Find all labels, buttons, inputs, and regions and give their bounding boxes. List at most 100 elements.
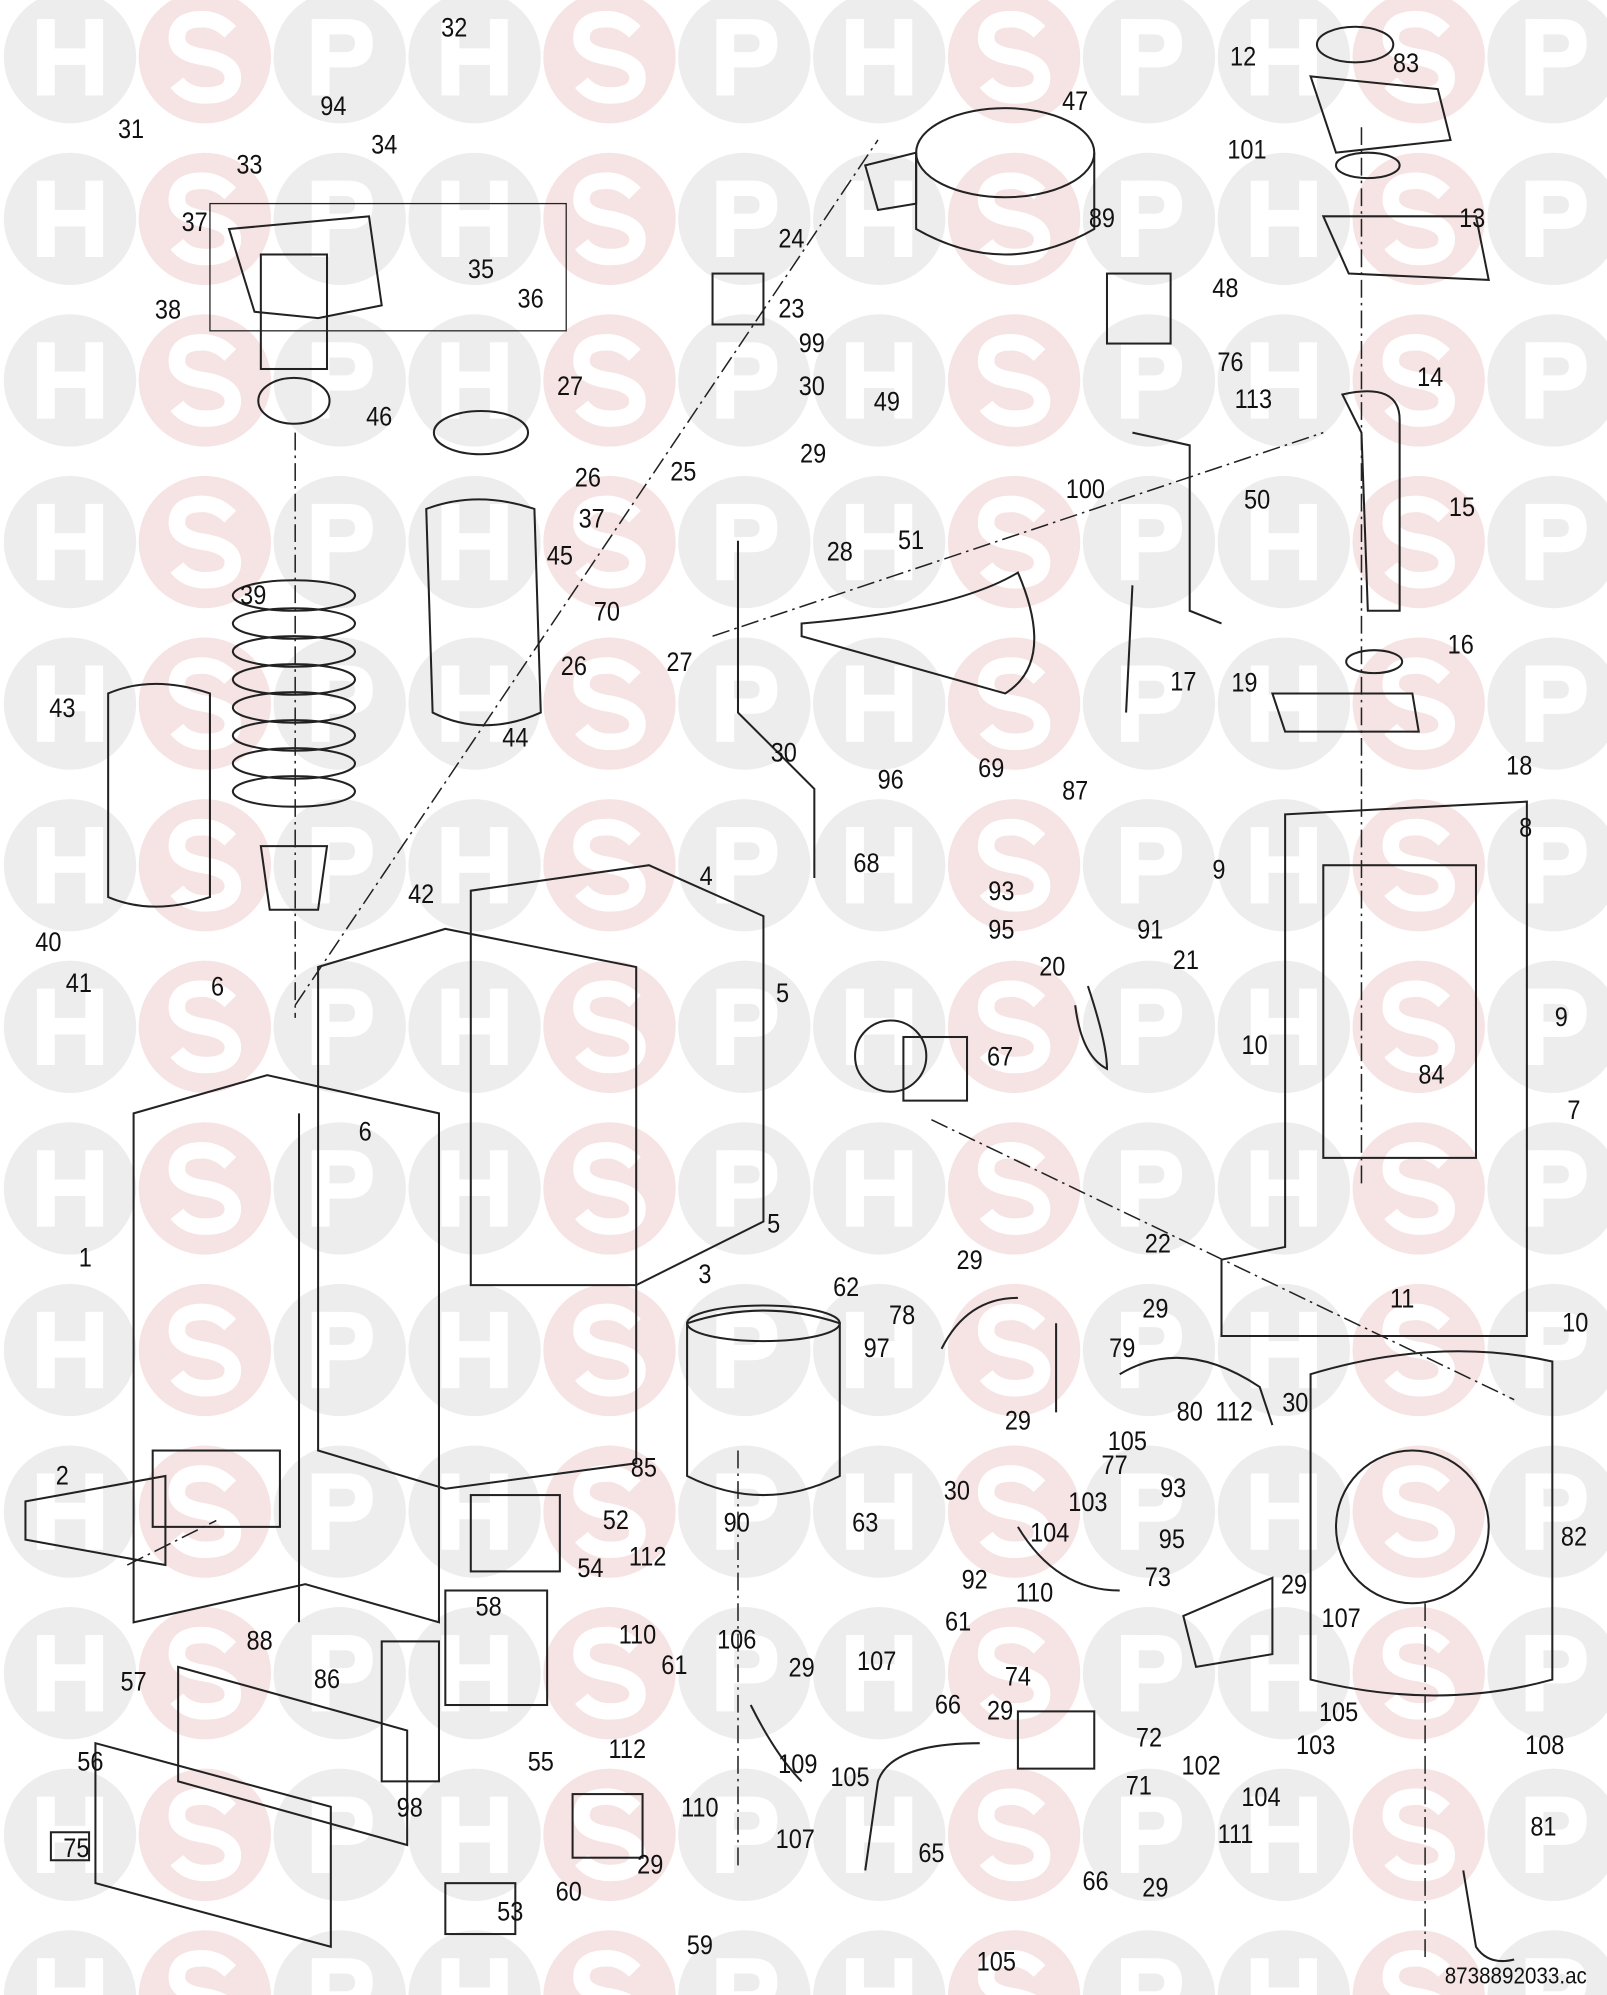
part-label: 5 [767, 1209, 781, 1239]
watermark-circle [3, 1445, 137, 1578]
watermark-circle [273, 475, 406, 609]
part-label: 7 [1567, 1096, 1581, 1126]
watermark-circle [1487, 637, 1607, 770]
watermark-circle [947, 475, 1081, 609]
watermark-circle [1217, 1122, 1351, 1255]
watermark-circle [1487, 152, 1607, 285]
watermark-circle [408, 314, 541, 447]
watermark-circle [1217, 1930, 1350, 1995]
part-label: 105 [1318, 1698, 1359, 1728]
part-label: 1 [78, 1243, 92, 1274]
watermark-circle [813, 1930, 946, 1995]
part-label: 29 [987, 1696, 1014, 1727]
part-label: 30 [1282, 1388, 1309, 1419]
watermark-circle [813, 0, 946, 124]
watermark-circle [1217, 314, 1351, 447]
part-label: 13 [1459, 204, 1486, 234]
part-label: 99 [798, 328, 825, 359]
part-label: 30 [798, 372, 825, 402]
watermark-circle [408, 475, 541, 609]
part-label: 110 [1015, 1578, 1054, 1608]
part-label: 105 [976, 1947, 1016, 1977]
watermark-circle [138, 475, 272, 609]
part-label: 111 [1217, 1820, 1254, 1850]
watermark-circle [138, 152, 272, 286]
part-label: 56 [77, 1747, 104, 1777]
part-label: 29 [1142, 1873, 1169, 1903]
part-label: 110 [681, 1793, 719, 1823]
part-label: 43 [49, 694, 76, 724]
watermark-circle [273, 1445, 406, 1578]
part-label: 106 [717, 1625, 757, 1655]
part-label: 41 [65, 968, 92, 999]
part-label: 68 [853, 849, 880, 879]
watermark-circle [947, 0, 1081, 124]
watermark-circle [408, 1607, 541, 1740]
part-label: 27 [556, 372, 584, 402]
watermark-circle [1217, 637, 1351, 770]
watermark-circle [273, 960, 406, 1093]
watermark-circle [273, 1283, 406, 1417]
part-label: 70 [593, 597, 621, 627]
part-label: 96 [877, 765, 904, 795]
part-label: 28 [826, 537, 853, 567]
watermark-circle [3, 637, 137, 770]
watermark-circle [1217, 799, 1351, 932]
part-label: 10 [1562, 1308, 1589, 1338]
watermark-circle [1217, 152, 1351, 286]
watermark-circle [947, 1445, 1081, 1578]
part-label: 84 [1418, 1060, 1445, 1090]
watermark-circle [678, 1445, 811, 1578]
part-label: 12 [1230, 42, 1257, 72]
expansion-vessel [686, 1304, 841, 1496]
chassis-frame [1220, 800, 1528, 1338]
part-label: 30 [770, 738, 797, 768]
part-label: 11 [1389, 1284, 1415, 1314]
part-label: 22 [1144, 1229, 1171, 1260]
part-label: 71 [1125, 1771, 1152, 1802]
part-label: 29 [956, 1246, 983, 1276]
watermark-circle [408, 1283, 541, 1417]
part-label: 21 [1172, 946, 1199, 976]
part-label: 65 [918, 1839, 945, 1869]
part-label: 81 [1530, 1812, 1557, 1842]
part-label: 75 [63, 1834, 90, 1864]
part-label: 112 [608, 1734, 647, 1765]
watermark-circle [1082, 1283, 1216, 1417]
watermark-circle [1082, 1768, 1216, 1901]
part-label: 27 [666, 648, 693, 678]
watermark-circle [543, 1445, 676, 1578]
watermark-circle [3, 1768, 137, 1901]
part-label: 29 [637, 1850, 664, 1880]
watermark-circle [138, 1768, 272, 1901]
part-label: 45 [546, 541, 573, 571]
part-label: 107 [857, 1647, 897, 1677]
watermark-circle [1352, 314, 1485, 447]
watermark-circle [138, 0, 272, 124]
watermark-circle [138, 1445, 272, 1578]
part-label: 113 [1234, 384, 1273, 415]
watermark-circle [678, 0, 811, 124]
part-label: 8 [1519, 813, 1533, 843]
watermark-circle [408, 637, 541, 770]
part-label: 63 [852, 1508, 879, 1538]
watermark-circle [3, 1607, 137, 1740]
part-label: 86 [313, 1664, 341, 1695]
part-label: 83 [1392, 48, 1420, 79]
part-label: 54 [577, 1554, 604, 1584]
part-label: 29 [1280, 1570, 1308, 1601]
part-label: 107 [1321, 1603, 1361, 1634]
watermark-circle [813, 1445, 946, 1578]
part-label: 61 [661, 1650, 688, 1681]
watermark-circle [3, 1283, 137, 1417]
part-label: 9 [1554, 1003, 1568, 1033]
part-label: 33 [236, 150, 263, 181]
part-label: 39 [240, 580, 267, 611]
watermark-circle [1487, 1768, 1607, 1901]
part-label: 6 [211, 972, 225, 1003]
watermark-circle [543, 0, 676, 124]
part-label: 101 [1227, 135, 1267, 165]
part-label: 103 [1296, 1731, 1336, 1761]
coil-heat-exchanger [231, 579, 357, 911]
watermark-circle [1352, 475, 1485, 609]
